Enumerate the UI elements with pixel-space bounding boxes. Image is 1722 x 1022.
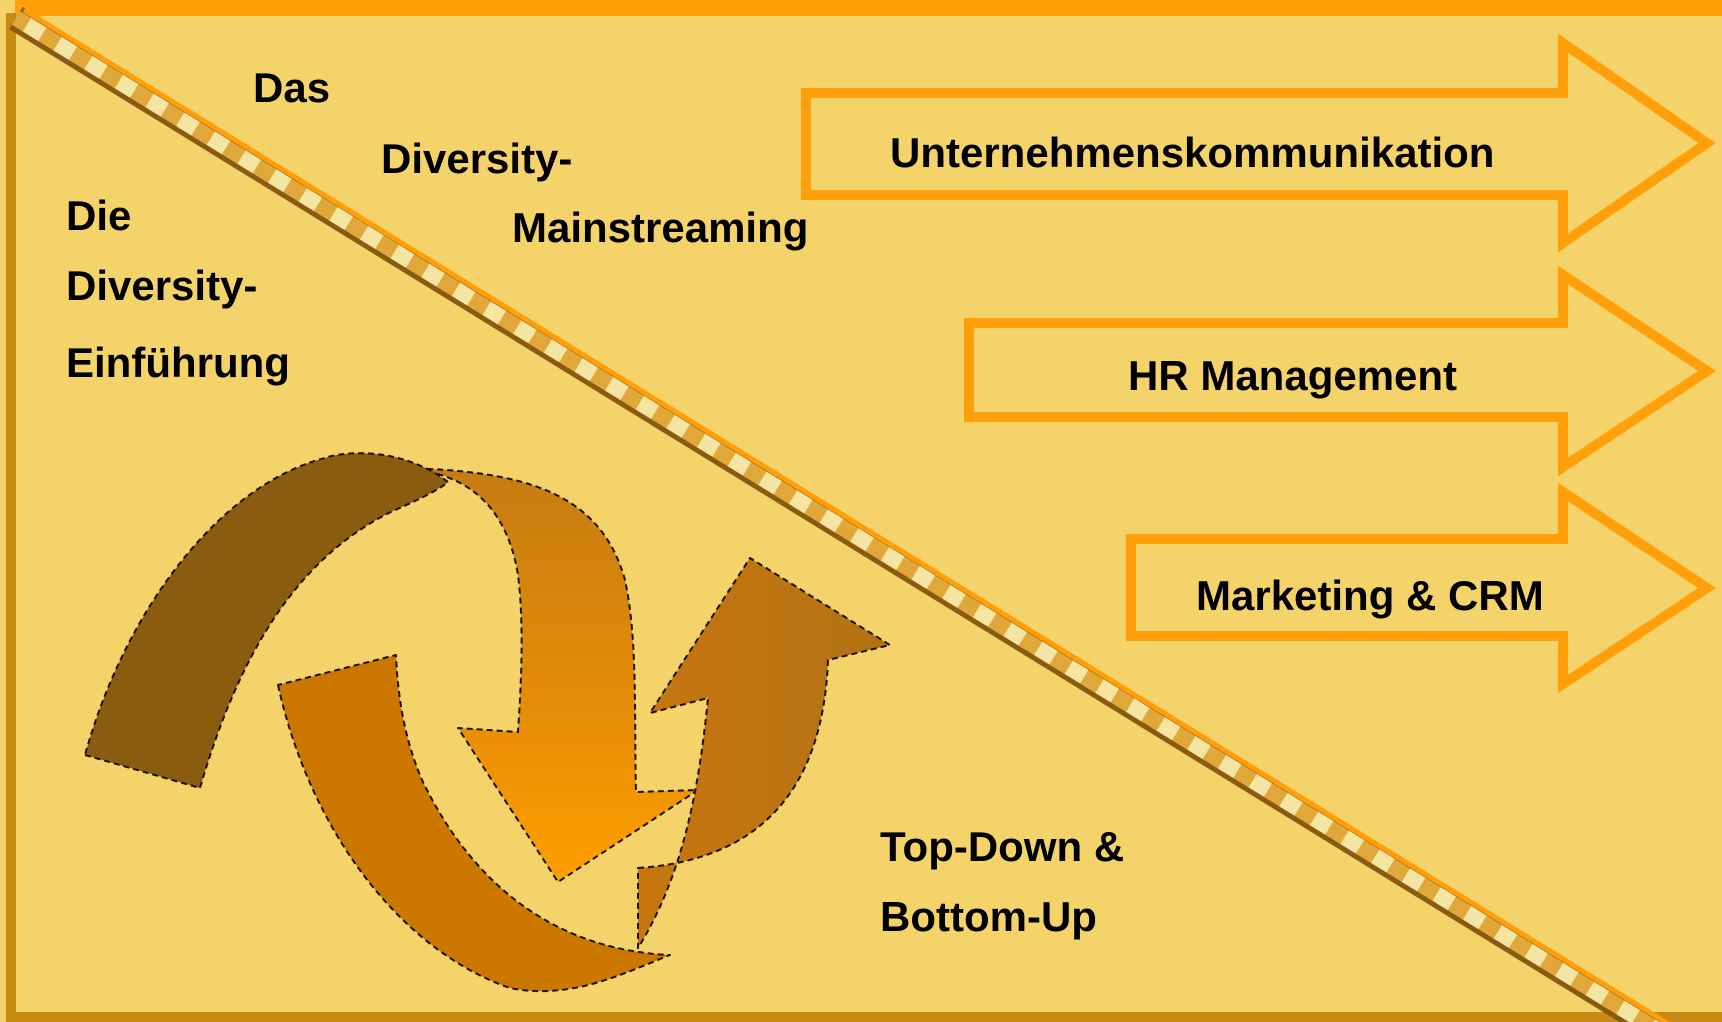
mainstreaming-title-line-2: Diversity- bbox=[381, 135, 573, 182]
arrow-label-hr-management: HR Management bbox=[1128, 352, 1458, 399]
einfuehrung-title-line-2: Diversity- bbox=[66, 262, 258, 309]
cycle-arrow-front bbox=[277, 654, 671, 993]
mainstreaming-title-line-1: Das bbox=[253, 64, 331, 111]
cycle-label-line-1: Top-Down & bbox=[880, 823, 1125, 870]
arrow-unternehmenskommunikation bbox=[801, 33, 1716, 253]
process-arrows bbox=[801, 33, 1717, 694]
arrow-hr-management bbox=[964, 265, 1717, 477]
arrow-label-marketing-crm: Marketing & CRM bbox=[1196, 572, 1544, 619]
arrow-marketing-crm bbox=[1126, 482, 1717, 694]
diagonal-divider bbox=[9, 6, 1670, 1022]
cycle-arrow-right bbox=[637, 557, 891, 949]
arrow-label-unternehmenskommunikation: Unternehmenskommunikation bbox=[890, 129, 1495, 176]
cycle-arrow-back bbox=[397, 467, 699, 883]
cycle-label-line-2: Bottom-Up bbox=[880, 893, 1097, 940]
circular-arrows-icon bbox=[84, 452, 891, 993]
einfuehrung-title-line-1: Die bbox=[66, 192, 132, 239]
cycle-arrow-left bbox=[84, 452, 449, 789]
mainstreaming-title-line-3: Mainstreaming bbox=[512, 204, 809, 251]
einfuehrung-title-line-3: Einführung bbox=[66, 339, 290, 386]
